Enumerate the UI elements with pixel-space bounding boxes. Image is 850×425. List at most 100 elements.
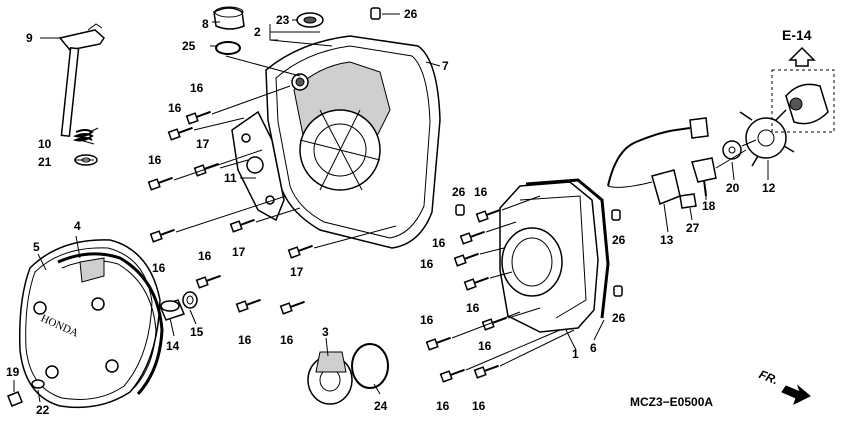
callout-labels: 1 2 3 4 5 6 7 8 9 10 11 12 13 14 15 16 1… [6,7,776,417]
part-12-rotor [739,109,795,167]
callout-12: 12 [762,181,776,195]
callout-10: 10 [38,137,52,151]
part-19-bolt [7,391,23,407]
callout-24: 24 [374,399,388,413]
callout-23: 23 [276,13,290,27]
callout-20: 20 [726,181,740,195]
callout-16-a: 16 [190,81,204,95]
part-11-plate [231,110,285,222]
callout-16-c: 16 [148,153,162,167]
part-13-sensor [607,117,709,206]
part-25-oring [215,41,241,55]
callout-7: 7 [442,59,449,73]
callout-16-j: 16 [420,257,434,271]
dowel [455,204,465,216]
callout-18: 18 [702,199,716,213]
bolt [229,218,255,233]
bolt [473,364,499,379]
callout-22: 22 [36,403,50,417]
callout-17-c: 17 [290,265,304,279]
callout-13: 13 [660,233,674,247]
bolt [195,274,221,289]
callout-16-k: 16 [466,301,480,315]
bolt [193,162,219,177]
callout-16-f: 16 [238,333,252,347]
part-18-bolt [691,157,717,197]
up-arrow-icon [788,46,816,67]
part-3-cap [307,351,353,405]
callout-16-d: 16 [152,261,166,275]
callout-6: 6 [590,341,597,355]
callout-26-c: 26 [612,233,626,247]
bolt [425,336,451,351]
part-4-cover-gasket [57,252,164,396]
part-5-outer-cover: HONDA [18,239,161,409]
callout-2: 2 [254,25,261,39]
part-20-washer [722,140,742,160]
bolt [475,208,501,223]
part-26-dowel-top [370,7,381,20]
callout-14: 14 [166,339,180,353]
dowel [611,209,621,221]
part-22-washer [31,379,45,389]
bolt [439,368,465,383]
bolt [167,126,193,141]
callout-8: 8 [202,17,209,31]
callout-25: 25 [182,39,196,53]
callout-17-b: 17 [232,245,246,259]
part-7-clutch-cover [265,35,441,249]
assembly-lines [173,55,757,371]
bolt [149,228,175,243]
reference-label: E-14 [782,27,812,43]
part-10-spring [72,127,99,142]
dowel [613,285,623,297]
part-6-gasket [525,178,610,319]
callout-26-a: 26 [404,7,418,21]
callout-26-b: 26 [452,185,466,199]
callout-16-l: 16 [420,313,434,327]
callout-16-h: 16 [474,185,488,199]
callout-16-g: 16 [280,333,294,347]
part-1-pulse-cover [499,181,599,333]
callout-26-d: 26 [612,311,626,325]
part-15-seal [182,291,198,309]
diagram-code: MCZ3−E0500A [630,395,713,409]
callout-17-a: 17 [196,137,210,151]
callout-9: 9 [26,31,33,45]
part-14-collar [158,299,186,321]
callout-19: 19 [6,365,20,379]
part-27-screw [679,193,697,209]
part-8-filler-cap [213,6,245,30]
callout-27: 27 [686,221,700,235]
callout-16-e: 16 [198,249,212,263]
bolt [463,276,489,291]
part-23-cap [296,12,324,28]
callout-11: 11 [224,171,237,185]
reference-e14: E-14 [782,27,816,67]
leader-lines [13,13,769,403]
callout-16-m: 16 [478,339,492,353]
bolt [235,298,261,313]
callout-16-n: 16 [436,399,450,413]
arrow-right-icon [781,384,811,405]
bolt [459,230,485,245]
bolt [453,252,479,267]
callout-3: 3 [322,325,329,339]
callout-21: 21 [38,155,52,169]
callout-16-b: 16 [168,101,182,115]
bolt [185,110,211,125]
callout-4: 4 [74,219,81,233]
callout-15: 15 [190,325,204,339]
callout-1: 1 [572,347,579,361]
callout-16-i: 16 [432,236,446,250]
reference-assembly [771,69,835,133]
callout-5: 5 [33,240,40,254]
bolt [279,300,305,315]
callout-16-o: 16 [472,399,486,413]
part-9-rod [58,23,105,138]
bolt [287,244,313,259]
bolt [147,176,173,191]
front-direction-marker: FR. [757,367,811,405]
part-24-oring [351,343,389,389]
